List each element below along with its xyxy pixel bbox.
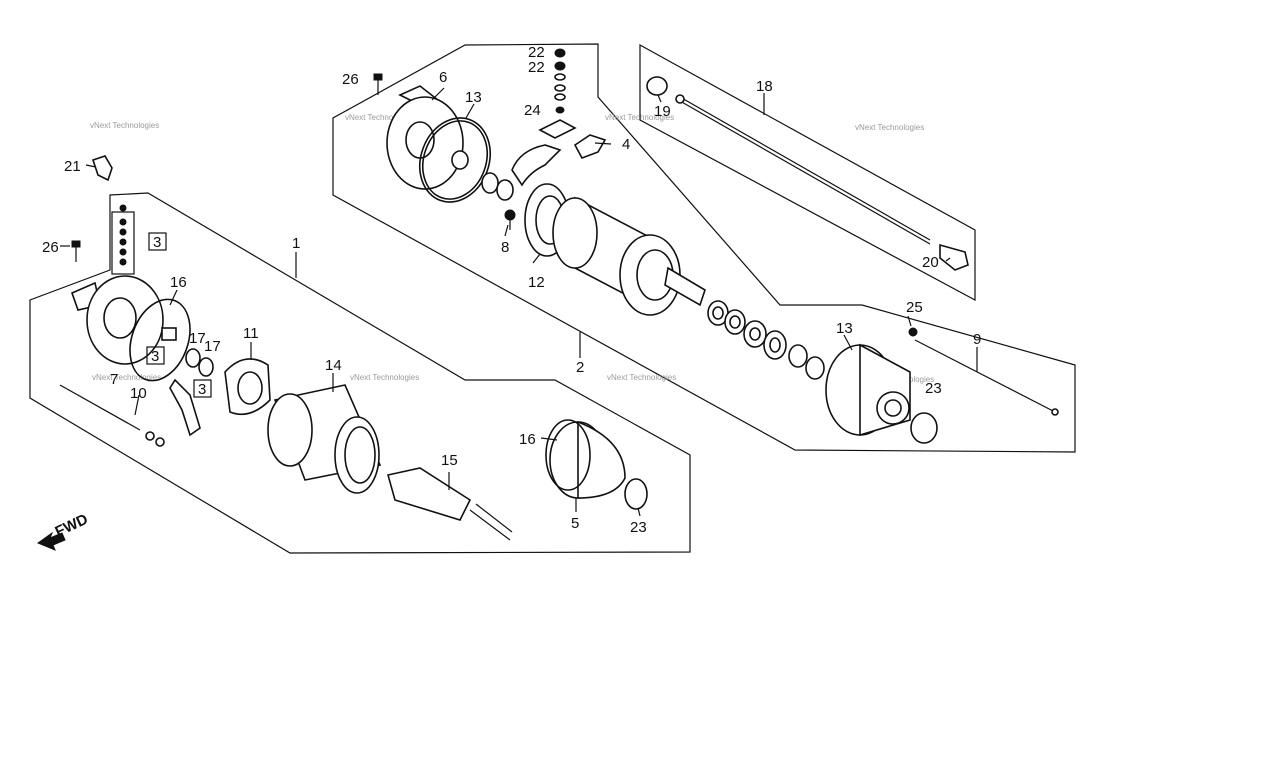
nut-3 (161, 327, 177, 341)
callout-3: 3 (198, 381, 206, 398)
washers-17 (185, 348, 214, 377)
boot-19 (646, 76, 668, 96)
fwd-label: FWD (53, 511, 91, 541)
bolt-26-left (71, 240, 81, 262)
callout-26: 26 (342, 71, 359, 88)
front-cover-13 (825, 343, 911, 437)
callout-13: 13 (465, 89, 482, 106)
armature-15 (387, 467, 513, 541)
yoke-top (552, 196, 706, 316)
wire-box-outline (639, 43, 976, 302)
o-ring-16-right (545, 419, 591, 491)
boot-20 (939, 243, 969, 271)
watermark-text: vNext Technologies (90, 121, 159, 130)
callout-16: 16 (170, 274, 187, 291)
yoke-14 (267, 384, 382, 494)
watermark-text: vNext Technologies (92, 373, 161, 382)
callout-23: 23 (925, 380, 942, 397)
callout-16: 16 (519, 431, 536, 448)
washers-top (481, 172, 514, 201)
callout-2: 2 (576, 359, 584, 376)
bolt-10 (59, 384, 165, 447)
callout-17: 17 (204, 338, 221, 355)
callout-7: 7 (110, 371, 118, 388)
callout-labels: 1 2 3 3 3 4 5 6 7 8 9 10 11 12 13 13 14 … (42, 44, 981, 536)
through-bolt-9 (914, 339, 1059, 416)
o-ring-16-left (129, 298, 191, 382)
callout-23: 23 (630, 519, 647, 536)
terminal-bolt (169, 378, 201, 437)
callout-25: 25 (906, 299, 923, 316)
watermark-text: vNext Technologies (607, 373, 676, 382)
watermark-text: vNext Technologies (855, 123, 924, 132)
callout-8: 8 (501, 239, 509, 256)
callout-17: 17 (189, 330, 206, 347)
watermark-text: vNext Technologies (605, 113, 674, 122)
o-ring-23-right (910, 412, 938, 444)
callout-22: 22 (528, 59, 545, 76)
callout-22: 22 (528, 44, 545, 61)
group-outlines (29, 43, 1076, 554)
callout-15: 15 (441, 452, 458, 469)
brush-holder-11 (224, 358, 271, 416)
washers-right (707, 300, 825, 380)
callout-5: 5 (571, 515, 579, 532)
callout-24: 24 (524, 102, 541, 119)
assembly-2-outline (332, 43, 1076, 453)
callout-4: 4 (622, 136, 630, 153)
callout-26: 26 (42, 239, 59, 256)
callout-10: 10 (130, 385, 147, 402)
leader-lines (60, 87, 978, 517)
callout-14: 14 (325, 357, 342, 374)
front-cover-5 (549, 420, 626, 499)
callout-11: 11 (243, 325, 259, 342)
brush-holder-4 (511, 119, 607, 187)
callout-21: 21 (64, 158, 81, 175)
washer-25 (908, 327, 918, 337)
callout-18: 18 (756, 78, 773, 95)
callout-19: 19 (654, 103, 671, 120)
callout-6: 6 (439, 69, 447, 86)
callout-1: 1 (292, 235, 300, 252)
watermark-text: vNext Technologies (345, 113, 414, 122)
bolt-stack-3 (111, 204, 135, 275)
callout-13: 13 (836, 320, 853, 337)
rear-housing-7 (70, 275, 164, 365)
callout-12: 12 (528, 274, 545, 291)
boxed-callouts (146, 232, 212, 398)
assembly-1-outline (29, 192, 691, 554)
wire-18 (675, 94, 931, 245)
o-ring-13-top (419, 117, 491, 203)
brush-stack-22-24 (554, 48, 566, 114)
terminal-21 (91, 155, 113, 182)
screw-8 (504, 209, 516, 230)
callout-20: 20 (922, 254, 939, 271)
fwd-arrow-icon: FWD (36, 511, 91, 551)
callout-3: 3 (151, 348, 159, 365)
bolt-26-top (373, 73, 383, 95)
callout-9: 9 (973, 331, 981, 348)
callout-3: 3 (153, 234, 161, 251)
watermark-text: vNext Technologies (350, 373, 419, 382)
o-ring-23-lower (624, 478, 648, 510)
